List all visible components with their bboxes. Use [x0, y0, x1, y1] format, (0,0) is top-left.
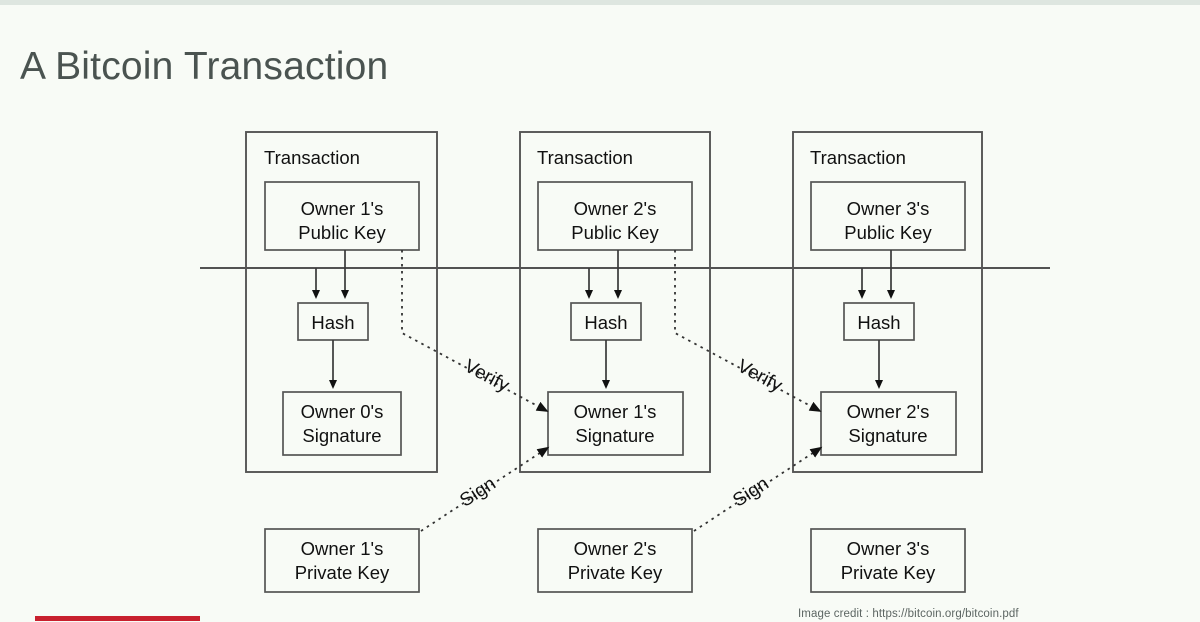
private-key-2-line2: Private Key [568, 562, 663, 583]
transaction-2-outline [519, 131, 711, 473]
private-key-box-3[interactable]: Owner 3's Private Key [810, 528, 966, 593]
transaction-2-signature-line1: Owner 1's [574, 401, 657, 422]
private-key-1-outline [264, 528, 420, 593]
transaction-3-header: Transaction [810, 147, 906, 168]
transaction-3-hash-label: Hash [857, 312, 900, 333]
private-key-2-line1: Owner 2's [574, 538, 657, 559]
transaction-1-public-key-line2: Public Key [298, 222, 386, 243]
private-key-box-2[interactable]: Owner 2's Private Key [537, 528, 693, 593]
transaction-3-outline [792, 131, 983, 473]
transaction-2-hash-label: Hash [584, 312, 627, 333]
private-key-3-outline [810, 528, 966, 593]
page-title: A Bitcoin Transaction [20, 45, 389, 88]
private-key-3-line2: Private Key [841, 562, 936, 583]
sign-label-1: Sign [456, 473, 499, 511]
transaction-1-hash-label: Hash [311, 312, 354, 333]
transaction-3-public-key-line1: Owner 3's [847, 198, 930, 219]
verify-label-2: Verify [734, 356, 786, 397]
transaction-2-signature-box[interactable] [547, 391, 684, 456]
transaction-1-header: Transaction [264, 147, 360, 168]
accent-bar [35, 616, 200, 621]
transaction-1-public-key-box[interactable] [264, 181, 420, 251]
transaction-2-public-key-line1: Owner 2's [574, 198, 657, 219]
transaction-1-public-key-line1: Owner 1's [301, 198, 384, 219]
transaction-1-signature-line1: Owner 0's [301, 401, 384, 422]
transaction-3-public-key-line2: Public Key [844, 222, 932, 243]
transaction-block-2[interactable]: Transaction Owner 2's Public Key Hash Ow… [519, 131, 711, 473]
transaction-1-signature-line2: Signature [302, 425, 381, 446]
private-key-1-line2: Private Key [295, 562, 390, 583]
private-key-1-line1: Owner 1's [301, 538, 384, 559]
verify-edge-1 [401, 250, 549, 412]
transaction-3-signature-line1: Owner 2's [847, 401, 930, 422]
private-key-box-1[interactable]: Owner 1's Private Key [264, 528, 420, 593]
transaction-2-public-key-line2: Public Key [571, 222, 659, 243]
top-edge-strip [0, 0, 1200, 5]
transaction-3-signature-line2: Signature [848, 425, 927, 446]
transaction-1-signature-box[interactable] [282, 391, 402, 456]
private-key-3-line1: Owner 3's [847, 538, 930, 559]
sign-label-2: Sign [729, 473, 772, 511]
verify-edge-2 [674, 250, 822, 412]
transaction-1-outline [245, 131, 438, 473]
transaction-block-3[interactable]: Transaction Owner 3's Public Key Hash Ow… [792, 131, 983, 473]
transaction-3-signature-box[interactable] [820, 391, 957, 456]
transaction-2-public-key-box[interactable] [537, 181, 693, 251]
transaction-2-header: Transaction [537, 147, 633, 168]
private-key-2-outline [537, 528, 693, 593]
transaction-2-signature-line2: Signature [575, 425, 654, 446]
verify-edges [401, 250, 822, 412]
transaction-3-public-key-box[interactable] [810, 181, 966, 251]
image-credit: Image credit : https://bitcoin.org/bitco… [798, 608, 1019, 620]
verify-label-1: Verify [461, 356, 513, 397]
transaction-block-1[interactable]: Transaction Owner 1's Public Key Hash Ow… [245, 131, 438, 473]
